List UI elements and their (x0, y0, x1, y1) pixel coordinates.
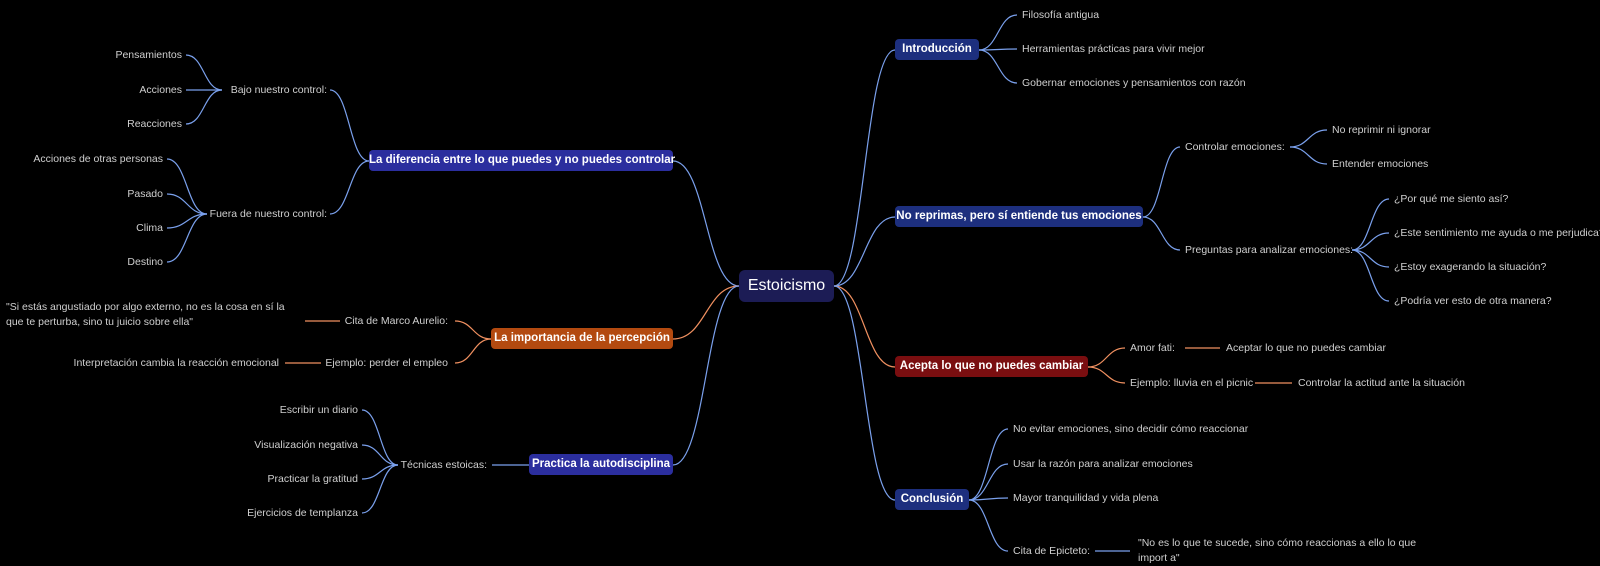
connector-line (968, 497, 1009, 501)
branch-diferencia[interactable]: La diferencia entre lo que puedes y no p… (369, 150, 675, 171)
leaf-pregunta-1: ¿Por qué me siento así? (1394, 193, 1509, 205)
leaf-fuera-1: Acciones de otras personas (33, 153, 163, 165)
sub-bajo-control: Bajo nuestro control: (230, 84, 327, 96)
leaf-cita-epicteto: "No es lo que te sucede, sino cómo reacc… (1138, 537, 1417, 564)
leaf-ejemplo-empleo: Interpretación cambia la reacción emocio… (73, 357, 279, 369)
sub-cita-marco-aurelio: Cita de Marco Aurelio: (344, 315, 448, 327)
connector-line (833, 285, 896, 501)
connector-line (968, 499, 1009, 552)
connector-line (329, 89, 370, 162)
connector-line (968, 463, 1009, 501)
leaf-conclusion-3: Mayor tranquilidad y vida plena (1013, 492, 1159, 504)
leaf-pregunta-3: ¿Estoy exagerando la situación? (1394, 261, 1547, 273)
connector-line (361, 409, 399, 466)
branch-acepta[interactable]: Acepta lo que no puedes cambiar (895, 356, 1088, 377)
sub-ejemplo-lluvia: Ejemplo: lluvia en el picnic (1130, 377, 1254, 389)
sub-amor-fati: Amor fati: (1130, 342, 1175, 354)
leaf-bajo-3: Reacciones (127, 118, 182, 130)
leaf-introduccion-1: Filosofía antigua (1022, 9, 1100, 21)
connector-line (978, 49, 1018, 84)
connector-line (454, 320, 492, 340)
connector-line (672, 160, 740, 287)
leaf-conclusion-1: No evitar emociones, sino decidir cómo r… (1013, 423, 1249, 435)
leaf-conclusion-2: Usar la razón para analizar emociones (1013, 458, 1193, 470)
leaf-tecnica-2: Visualización negativa (254, 439, 358, 451)
connector-line (1289, 129, 1328, 148)
leaf-ejemplo-lluvia: Controlar la actitud ante la situación (1298, 377, 1465, 389)
sub-controlar-emociones: Controlar emociones: (1185, 141, 1285, 153)
connector-line (1087, 347, 1126, 368)
leaf-tecnica-4: Ejercicios de templanza (247, 507, 358, 519)
connector-line (1142, 216, 1181, 251)
connector-line (166, 158, 208, 215)
branch-percepcion[interactable]: La importancia de la percepción (491, 328, 673, 349)
leaf-introduccion-3: Gobernar emociones y pensamientos con ra… (1022, 77, 1246, 89)
sub-tecnicas-estoicas: Técnicas estoicas: (400, 459, 487, 471)
leaf-tecnica-1: Escribir un diario (279, 404, 358, 416)
leaf-pregunta-2: ¿Este sentimiento me ayuda o me perjudic… (1394, 227, 1600, 239)
sub-preguntas: Preguntas para analizar emociones: (1185, 244, 1354, 256)
branch-introduccion[interactable]: Introducción (895, 39, 979, 60)
leaf-fuera-3: Clima (136, 222, 163, 234)
branch-emociones[interactable]: No reprimas, pero sí entiende tus emocio… (895, 206, 1143, 227)
sub-ejemplo-empleo: Ejemplo: perder el empleo (325, 357, 448, 369)
connector-line (454, 338, 492, 364)
connector-line (361, 464, 399, 514)
leaf-controlar-1: No reprimir ni ignorar (1332, 124, 1431, 136)
leaf-controlar-2: Entender emociones (1332, 158, 1429, 170)
connector-line (1142, 146, 1181, 218)
sub-cita-epicteto: Cita de Epicteto: (1013, 545, 1091, 557)
connector-line (672, 285, 740, 466)
leaf-tecnica-3: Practicar la gratitud (267, 473, 358, 485)
connector-line (833, 216, 896, 287)
connector-line (361, 444, 399, 466)
connector-line (329, 160, 370, 215)
leaf-bajo-1: Pensamientos (115, 49, 182, 61)
leaf-pregunta-4: ¿Podría ver esto de otra manera? (1394, 295, 1552, 307)
connector-line (1087, 366, 1126, 384)
sub-fuera-control: Fuera de nuestro control: (209, 208, 327, 220)
connector-line (166, 213, 208, 263)
connector-line (1351, 232, 1390, 251)
connector-line (978, 48, 1018, 51)
leaf-bajo-2: Acciones (139, 84, 182, 96)
connector-line (1351, 198, 1390, 251)
connector-line (833, 285, 896, 368)
branch-conclusion[interactable]: Conclusión (895, 489, 969, 510)
connector-line (1289, 146, 1328, 165)
connector-line (672, 285, 740, 340)
connector-line (968, 428, 1009, 501)
leaf-introduccion-2: Herramientas prácticas para vivir mejor (1022, 43, 1205, 55)
leaf-amor-fati: Aceptar lo que no puedes cambiar (1226, 342, 1386, 354)
connector-line (166, 193, 208, 215)
leaf-cita-marco-aurelio: "Si estás angustiado por algo externo, n… (6, 301, 285, 328)
connector-line (978, 14, 1018, 51)
connector-line (833, 49, 896, 287)
branch-autodisciplina[interactable]: Practica la autodisciplina (529, 454, 673, 475)
connector-line (185, 89, 223, 125)
leaf-fuera-2: Pasado (127, 188, 163, 200)
connector-line (185, 54, 223, 91)
connector-line (1351, 249, 1390, 268)
leaf-fuera-4: Destino (127, 256, 163, 268)
root-node[interactable]: Estoicismo (739, 270, 834, 302)
connector-line (1351, 249, 1390, 302)
